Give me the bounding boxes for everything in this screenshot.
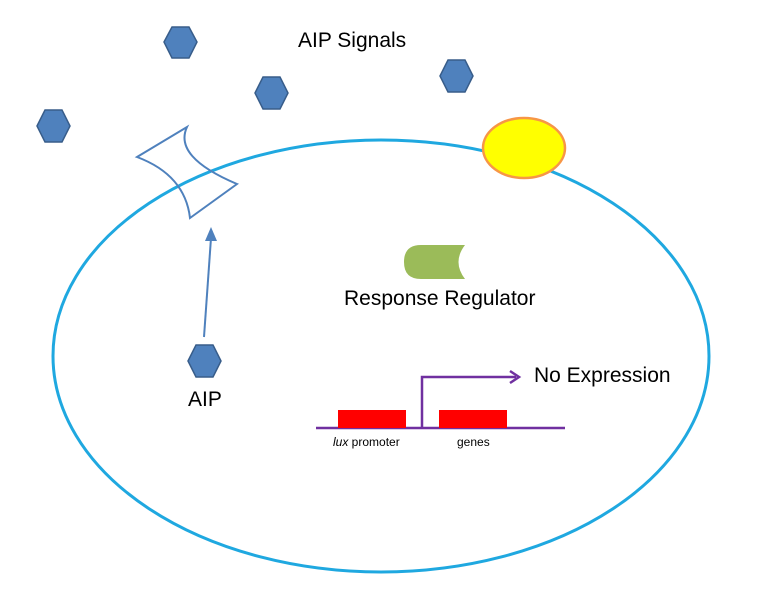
lux-promoter-box [338, 410, 406, 428]
lux-italic: lux [333, 435, 349, 449]
aip-label: AIP [188, 388, 222, 411]
membrane-protein-ellipse [481, 116, 567, 180]
promoter-text: promoter [348, 435, 399, 449]
aip-signal-hexagon-icon [36, 109, 71, 143]
arrow-head-icon [205, 227, 217, 241]
aip-signal-hexagon-icon [439, 59, 474, 93]
aip-export-arrow [203, 237, 212, 338]
diagram-title: AIP Signals [298, 29, 406, 52]
receptor-icon [134, 124, 240, 220]
no-expression-label: No Expression [534, 364, 671, 387]
transcription-start-arrow [420, 375, 516, 428]
aip-signal-hexagon-icon [254, 76, 289, 110]
aip-signal-hexagon-icon [163, 26, 198, 59]
cell-membrane [51, 138, 711, 574]
genes-box [439, 410, 507, 428]
response-regulator-label: Response Regulator [344, 287, 535, 310]
genes-label: genes [457, 435, 490, 449]
aip-hexagon-icon [187, 344, 222, 378]
arrow-head-icon [509, 369, 522, 385]
response-regulator-icon [404, 245, 465, 279]
lux-promoter-label: lux promoter [333, 435, 400, 449]
